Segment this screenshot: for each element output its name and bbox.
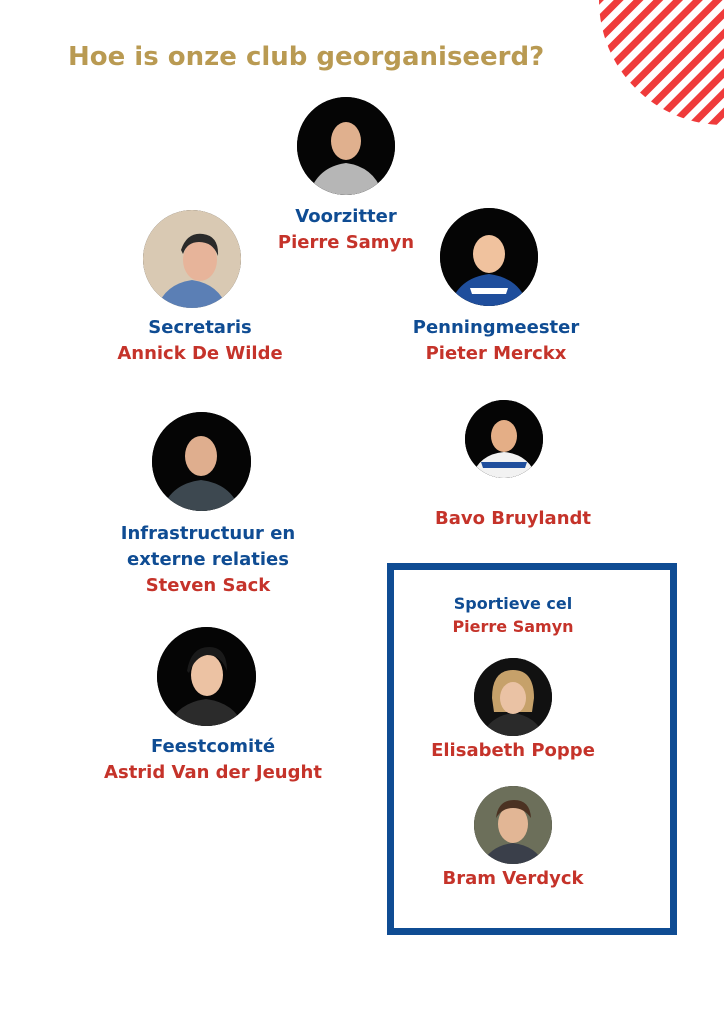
sportieve-cel-title: Sportieve cel (453, 594, 573, 613)
avatar-penningmeester (440, 208, 538, 306)
secretaris-name: Annick De Wilde (117, 343, 283, 364)
voorzitter-name: Pierre Samyn (277, 232, 415, 253)
sportieve-cel-lead: Pierre Samyn (452, 617, 574, 636)
penningmeester-role: Penningmeester (412, 317, 580, 338)
avatar-elisabeth-poppe (474, 658, 552, 736)
sportieve-cel-box (387, 563, 677, 935)
voorzitter-role: Voorzitter (295, 206, 397, 227)
page-title: Hoe is onze club georganiseerd? (68, 42, 545, 72)
avatar-feestcomite (157, 627, 256, 726)
avatar-bram-verdyck (474, 786, 552, 864)
secretaris-role: Secretaris (148, 317, 252, 338)
feestcomite-name: Astrid Van der Jeught (104, 762, 322, 783)
infrastructuur-name: Steven Sack (145, 575, 271, 596)
avatar-secretaris (143, 210, 241, 308)
feestcomite-role: Feestcomité (150, 736, 276, 757)
bram-verdyck-name: Bram Verdyck (442, 868, 584, 889)
infrastructuur-role-line2: externe relaties (127, 549, 289, 570)
elisabeth-poppe-name: Elisabeth Poppe (431, 740, 595, 761)
infrastructuur-role-line1: Infrastructuur en (120, 523, 296, 544)
avatar-infrastructuur (152, 412, 251, 511)
avatar-voorzitter (297, 97, 395, 195)
penningmeester-name: Pieter Merckx (425, 343, 567, 364)
avatar-bavo-bruylandt (465, 400, 543, 478)
decorative-stripes (599, 0, 724, 125)
bavo-bruylandt-name: Bavo Bruylandt (435, 508, 591, 529)
